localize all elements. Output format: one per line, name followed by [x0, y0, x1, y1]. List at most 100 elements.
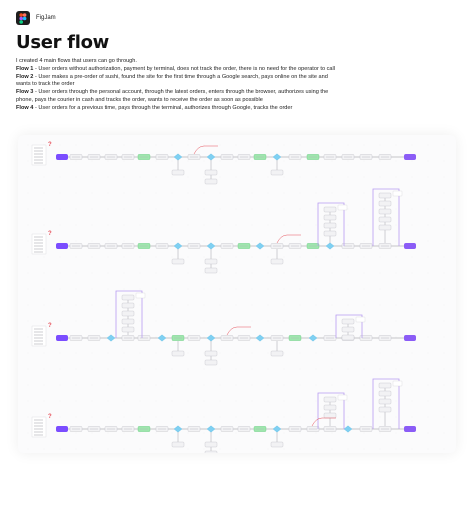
grid-dot	[251, 288, 253, 290]
grid-dot	[123, 384, 125, 386]
grid-dot	[347, 208, 349, 210]
stack-node	[121, 326, 135, 333]
flow-3-decision-node	[206, 334, 216, 342]
grid-dot	[203, 336, 205, 338]
grid-dot	[267, 320, 269, 322]
flow-4-branch-node	[204, 441, 218, 448]
grid-dot	[91, 160, 93, 162]
grid-dot	[139, 288, 141, 290]
grid-dot	[283, 224, 285, 226]
grid-dot	[379, 160, 381, 162]
grid-dot	[139, 192, 141, 194]
grid-dot	[299, 176, 301, 178]
grid-dot	[155, 352, 157, 354]
stack-node	[378, 406, 392, 413]
grid-dot	[43, 368, 45, 370]
grid-dot	[251, 192, 253, 194]
grid-dot	[267, 256, 269, 258]
grid-dot	[283, 240, 285, 242]
grid-dot	[155, 400, 157, 402]
flow-3-label: Flow 3	[16, 89, 34, 96]
grid-dot	[27, 192, 29, 194]
flow-2-end-node	[404, 243, 416, 249]
grid-dot	[267, 288, 269, 290]
grid-dot	[315, 384, 317, 386]
grid-dot	[411, 400, 413, 402]
grid-dot	[107, 288, 109, 290]
grid-dot	[27, 368, 29, 370]
grid-dot	[363, 192, 365, 194]
grid-dot	[91, 192, 93, 194]
grid-dot	[123, 240, 125, 242]
error-path-connector	[226, 326, 251, 336]
grid-dot	[267, 208, 269, 210]
grid-dot	[139, 416, 141, 418]
grid-dot	[443, 144, 445, 146]
grid-dot	[91, 208, 93, 210]
grid-dot	[283, 432, 285, 434]
grid-dot	[347, 400, 349, 402]
grid-dot	[43, 224, 45, 226]
grid-dot	[107, 304, 109, 306]
grid-dot	[107, 176, 109, 178]
grid-dot	[251, 384, 253, 386]
flow-board[interactable]: ????	[18, 135, 456, 453]
grid-dot	[363, 176, 365, 178]
grid-dot	[27, 432, 29, 434]
grid-dot	[155, 336, 157, 338]
flow-3-decision-node	[106, 334, 116, 342]
grid-dot	[443, 192, 445, 194]
grid-dot	[283, 416, 285, 418]
grid-dot	[91, 224, 93, 226]
grid-dot	[187, 144, 189, 146]
grid-dot	[27, 352, 29, 354]
grid-dot	[75, 176, 77, 178]
flow-3-decision-node	[308, 334, 318, 342]
grid-dot	[331, 256, 333, 258]
grid-dot	[235, 192, 237, 194]
flow-4-branch-node	[270, 441, 284, 448]
stack-node	[323, 412, 337, 419]
error-path-connector	[193, 145, 218, 155]
grid-dot	[299, 192, 301, 194]
grid-dot	[283, 368, 285, 370]
grid-dot	[363, 304, 365, 306]
grid-dot	[27, 448, 29, 450]
grid-dot	[91, 400, 93, 402]
grid-dot	[379, 352, 381, 354]
grid-dot	[299, 144, 301, 146]
grid-dot	[27, 400, 29, 402]
grid-dot	[107, 224, 109, 226]
grid-dot	[443, 160, 445, 162]
grid-dot	[283, 384, 285, 386]
annotation-note	[392, 190, 403, 197]
grid-dot	[395, 432, 397, 434]
grid-dot	[155, 192, 157, 194]
grid-dot	[331, 384, 333, 386]
grid-dot	[43, 400, 45, 402]
grid-dot	[235, 288, 237, 290]
grid-dot	[171, 288, 173, 290]
grid-dot	[235, 304, 237, 306]
grid-dot	[203, 208, 205, 210]
grid-dot	[283, 448, 285, 450]
grid-dot	[363, 256, 365, 258]
flow-2-branch-node	[204, 258, 218, 265]
grid-dot	[75, 384, 77, 386]
grid-dot	[267, 160, 269, 162]
grid-dot	[363, 432, 365, 434]
grid-dot	[171, 192, 173, 194]
grid-dot	[347, 272, 349, 274]
grid-dot	[427, 384, 429, 386]
grid-dot	[251, 416, 253, 418]
loop-back-connector	[372, 188, 400, 246]
stack-node	[378, 192, 392, 199]
grid-dot	[283, 288, 285, 290]
flow-4-decision-node	[272, 425, 282, 433]
flow-3-warning-mark: ?	[48, 323, 52, 329]
grid-dot	[235, 272, 237, 274]
grid-dot	[299, 432, 301, 434]
grid-dot	[331, 160, 333, 162]
grid-dot	[267, 224, 269, 226]
grid-dot	[331, 192, 333, 194]
